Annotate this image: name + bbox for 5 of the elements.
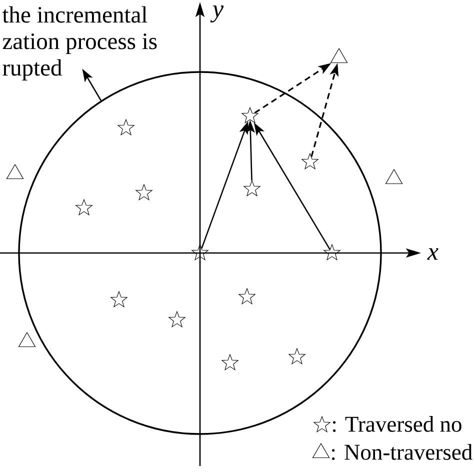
legend-text: : Non-traversed <box>332 444 472 460</box>
legend-text: : Traversed no <box>333 416 462 432</box>
axis-label: x <box>427 248 438 260</box>
axis-label: y <box>210 6 224 22</box>
annotation-text: the incremental zation process is rupted <box>2 6 157 80</box>
